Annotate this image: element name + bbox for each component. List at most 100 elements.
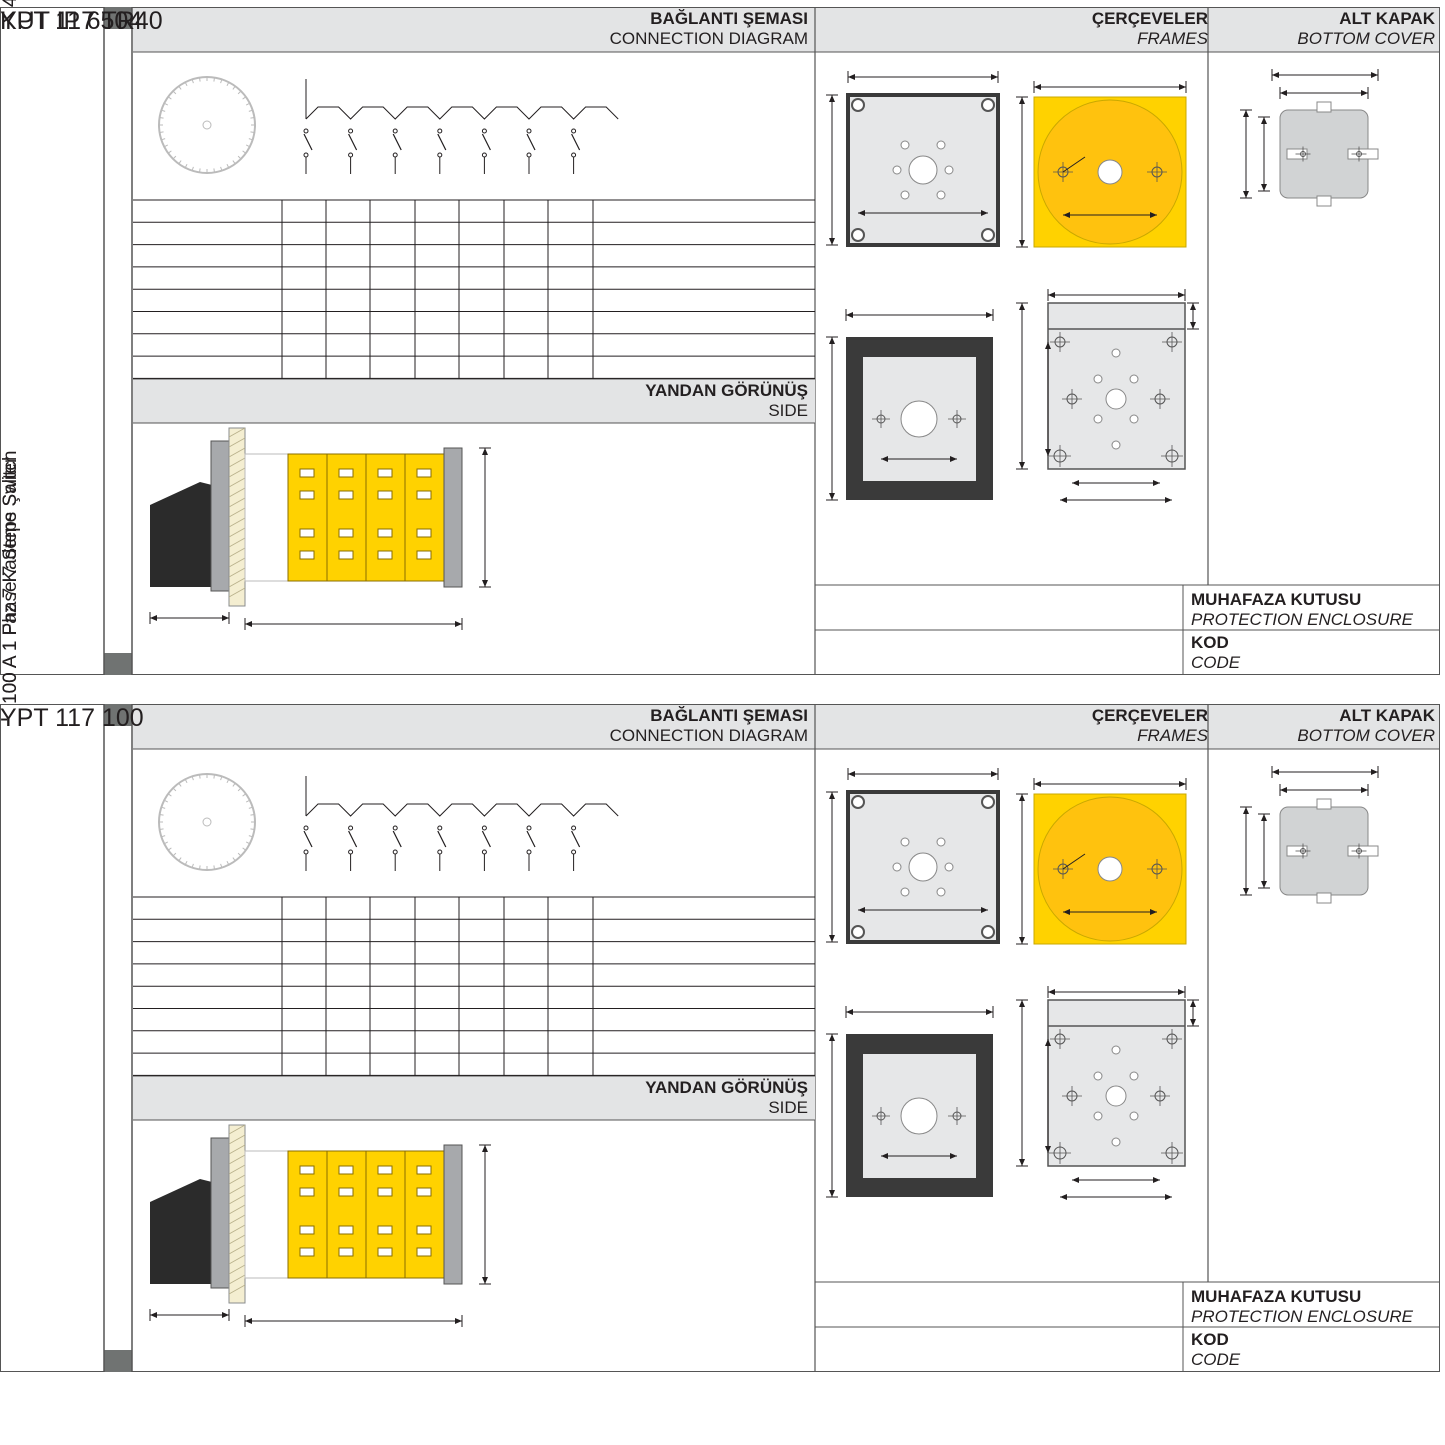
terminal-screw <box>299 1225 315 1235</box>
dial-tick <box>213 77 216 82</box>
contact-screw-hole <box>900 140 910 150</box>
contact-point <box>526 128 532 134</box>
switch-front-plate <box>210 1137 230 1289</box>
dial-tick <box>198 774 201 779</box>
dial-tick <box>250 131 255 134</box>
bus-line <box>305 803 619 817</box>
hatch-line <box>228 1144 246 1155</box>
dial-tick <box>226 82 230 87</box>
dial-tick <box>161 138 166 141</box>
dial-center <box>202 817 212 827</box>
terminal-screw <box>338 468 354 478</box>
hatch-line <box>228 487 246 498</box>
dial-tick <box>159 116 164 119</box>
contact-point <box>392 128 398 134</box>
mounting-hole <box>851 98 865 112</box>
contact-switch <box>392 133 402 151</box>
dial-tick <box>250 828 255 831</box>
contact-point <box>481 128 487 134</box>
contact-screw-hole <box>936 887 946 897</box>
hatch-line <box>228 567 246 578</box>
dial-tick <box>191 863 194 868</box>
dial-tick <box>159 131 164 134</box>
dial-tick <box>245 841 250 845</box>
contact-screw-hole <box>936 140 946 150</box>
dial-tick <box>242 150 247 154</box>
hatch-line <box>228 527 246 538</box>
contact-screw-hole <box>900 837 910 847</box>
section-header-en: FRAMES <box>1137 726 1208 745</box>
contact-point <box>348 849 354 855</box>
switch-shaft-housing <box>244 453 289 582</box>
section-header-en: CONNECTION DIAGRAM <box>609 726 808 745</box>
hatch-line <box>228 1164 246 1175</box>
dial-tick <box>172 155 177 160</box>
contact-screw-hole <box>1111 440 1121 450</box>
contact-point <box>481 849 487 855</box>
enclosure-value: - <box>0 704 9 732</box>
dial-tick <box>198 77 201 82</box>
mounting-hole <box>851 228 865 242</box>
labelled-frame <box>1047 302 1186 470</box>
contact-switch <box>348 133 358 151</box>
section-header-tr: ÇERÇEVELER <box>1091 706 1208 725</box>
dial-tick <box>248 806 253 809</box>
hatch-line <box>228 507 246 518</box>
contact-switch <box>481 830 491 848</box>
strip-cap-top <box>104 704 132 726</box>
terminal-screw <box>299 528 315 538</box>
contact-point <box>437 825 443 831</box>
section-header-tr: BAĞLANTI ŞEMASI <box>650 9 808 28</box>
terminal-screw <box>416 490 432 500</box>
contact-point <box>392 152 398 158</box>
dial-tick <box>237 155 242 160</box>
contact-switch <box>348 830 358 848</box>
switch-shaft-housing <box>244 1150 289 1279</box>
hatch-line <box>228 1154 246 1165</box>
hatch-line <box>228 1274 246 1285</box>
dial-tick <box>242 793 247 797</box>
shaft-hole <box>900 400 938 438</box>
hatch-line <box>228 557 246 568</box>
hatch-line <box>228 467 246 478</box>
contact-screw-hole <box>1093 374 1103 384</box>
dial-tick <box>237 90 242 95</box>
contact-point <box>571 152 577 158</box>
dial-tick <box>213 168 216 173</box>
bottom-cover-tab <box>1316 101 1332 113</box>
mounting-hole <box>981 795 995 809</box>
hatch-line <box>228 477 246 488</box>
contact-point <box>481 825 487 831</box>
section-header-tr: MUHAFAZA KUTUSU <box>1191 1287 1362 1306</box>
hatch-line <box>228 457 246 468</box>
contact-point <box>481 152 487 158</box>
dial-tick <box>167 96 172 100</box>
strip-cap-top <box>104 7 132 29</box>
bottom-cover-tab <box>1316 195 1332 207</box>
bottom-cover-tab <box>1316 798 1332 810</box>
contact-point <box>571 825 577 831</box>
contact-screw-hole <box>892 862 902 872</box>
contact-screw-hole <box>1129 374 1139 384</box>
contact-point <box>526 825 532 831</box>
dial-tick <box>191 79 194 84</box>
section-header-en: CODE <box>1191 653 1241 672</box>
contact-point <box>437 152 443 158</box>
terminal-screw <box>377 1247 393 1257</box>
contact-point <box>348 825 354 831</box>
contact-point <box>526 152 532 158</box>
contact-point <box>303 152 309 158</box>
hatch-line <box>228 427 246 438</box>
dial-tick <box>226 163 230 168</box>
dial-tick <box>250 116 255 119</box>
shaft-hole <box>1105 1085 1127 1107</box>
dial-tick <box>164 799 169 803</box>
dial-tick <box>242 96 247 100</box>
section-header-en: BOTTOM COVER <box>1297 29 1435 48</box>
section-header-tr: ALT KAPAK <box>1339 706 1435 725</box>
terminal-screw <box>416 1187 432 1197</box>
dial-tick <box>172 787 177 792</box>
hatch-line <box>228 1264 246 1275</box>
dial-tick <box>191 776 194 781</box>
terminal-screw <box>377 490 393 500</box>
